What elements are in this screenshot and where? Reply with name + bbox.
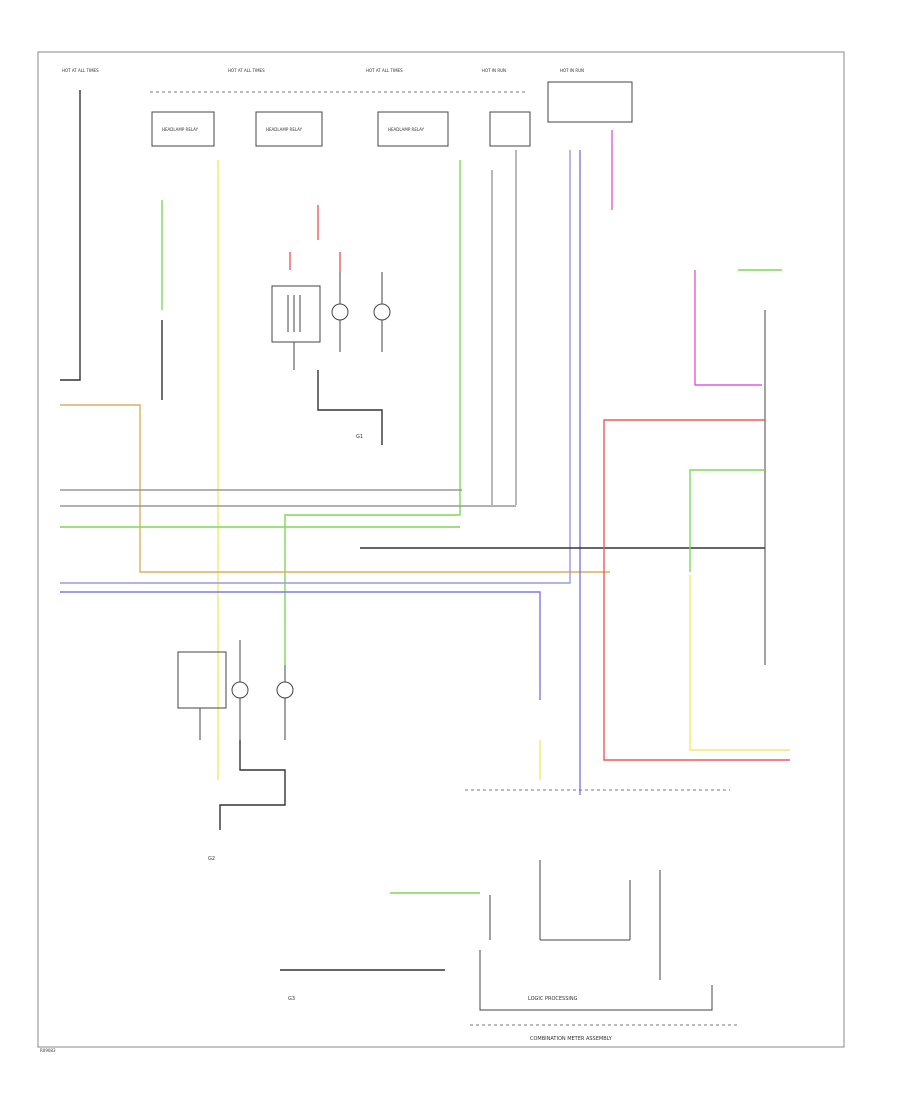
plate-text: R09083 xyxy=(40,1048,56,1053)
ground-label-2: G2 xyxy=(208,856,215,862)
lh-lamp-wires xyxy=(199,640,286,740)
fuse-header-2: HOT AT ALL TIMES xyxy=(228,68,265,73)
orange-wire xyxy=(60,404,610,573)
relay-box-3 xyxy=(377,111,449,147)
fuse-header-5: HOT IN RUN xyxy=(560,68,584,73)
bottom-logic-box xyxy=(479,950,713,1011)
relay-boxes: HEADLAMP RELAY HEADLAMP RELAY HEADLAMP R… xyxy=(151,81,633,147)
relay-label-1: HEADLAMP RELAY xyxy=(162,127,199,132)
lh-headlamp-group xyxy=(177,640,294,830)
rh-headlamp-group xyxy=(271,272,391,370)
diagram-frame xyxy=(37,51,845,1048)
top-fuse-headers: HOT AT ALL TIMES HOT AT ALL TIMES HOT AT… xyxy=(62,68,584,73)
bottom-module-title: COMBINATION METER ASSEMBLY xyxy=(530,1036,613,1042)
black-ground-wire-lh xyxy=(219,740,286,830)
rh-lamp-2 xyxy=(373,303,391,321)
bottom-module-lines xyxy=(489,860,661,980)
fuse-header-1: HOT AT ALL TIMES xyxy=(62,68,99,73)
relay-box-2 xyxy=(255,111,323,147)
lh-lamp-1 xyxy=(231,681,249,699)
green-wire-right xyxy=(689,469,765,572)
fuse-header-4: HOT IN RUN xyxy=(482,68,506,73)
bottom-module: LOGIC PROCESSING COMBINATION METER ASSEM… xyxy=(470,860,740,1042)
lh-lamp-2 xyxy=(276,681,294,699)
magenta-wire-right xyxy=(694,270,762,386)
ground-label-1: G1 xyxy=(356,434,363,440)
fuse-header-3: HOT AT ALL TIMES xyxy=(366,68,403,73)
ground-label-3: G3 xyxy=(288,996,295,1002)
blue-wire-horizontal-1 xyxy=(60,150,571,584)
relay-box-1 xyxy=(151,111,215,147)
left-bus-wire xyxy=(60,90,81,381)
relay-label-3: HEADLAMP RELAY xyxy=(388,127,425,132)
relay-box-4 xyxy=(489,111,531,147)
relay-label-2: HEADLAMP RELAY xyxy=(266,127,303,132)
rh-coil xyxy=(287,295,301,332)
rh-lamp-1 xyxy=(331,303,349,321)
yellow-wire-right xyxy=(689,575,790,751)
rh-lamp-wires xyxy=(293,272,383,370)
black-ground-wire-rh xyxy=(317,370,383,445)
red-wire-right-loop xyxy=(603,419,790,761)
green-wire-mid-1 xyxy=(284,160,461,665)
fuse-box-top-right xyxy=(547,81,633,123)
blue-wire-horizontal-2 xyxy=(60,591,541,700)
lh-headlamp-box xyxy=(177,651,227,709)
bottom-box-title: LOGIC PROCESSING xyxy=(528,996,578,1002)
rh-headlamp-box xyxy=(271,285,321,343)
